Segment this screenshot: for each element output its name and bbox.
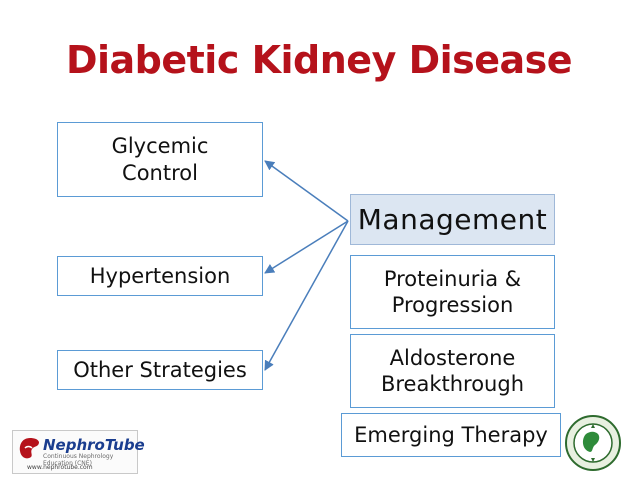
proteinuria-progression-label: Proteinuria & Progression xyxy=(383,266,522,317)
hypertension-label: Hypertension xyxy=(89,263,231,288)
arrow-to-other-strategies xyxy=(264,220,349,371)
proteinuria-progression-box: Proteinuria & Progression xyxy=(350,255,555,329)
arrow-to-hypertension xyxy=(264,220,349,274)
logo-text: NephroTube xyxy=(43,436,145,454)
emerging-therapy-label: Emerging Therapy xyxy=(354,422,548,447)
logo-url: www.nephrotube.com xyxy=(27,464,93,471)
glycemic-control-label: Glycemic Control xyxy=(111,134,209,185)
management-box: Management xyxy=(350,194,555,245)
slide-title: Diabetic Kidney Disease xyxy=(65,38,573,82)
other-strategies-label: Other Strategies xyxy=(73,357,247,382)
aldosterone-breakthrough-box: Aldosterone Breakthrough xyxy=(350,334,555,408)
kidney-icon xyxy=(19,438,39,459)
other-strategies-box: Other Strategies xyxy=(57,350,263,390)
hypertension-box: Hypertension xyxy=(57,256,263,296)
society-seal-icon xyxy=(565,415,621,471)
management-label: Management xyxy=(357,203,548,236)
glycemic-control-box: Glycemic Control xyxy=(57,122,263,197)
nephrotube-logo: NephroTube Continuous Nephrology Educati… xyxy=(12,430,145,474)
emerging-therapy-box: Emerging Therapy xyxy=(341,413,561,457)
aldosterone-breakthrough-label: Aldosterone Breakthrough xyxy=(380,345,525,396)
arrow-to-glycemic xyxy=(264,160,349,222)
logo-subtitle: Continuous Nephrology Education (CNE) xyxy=(43,453,114,467)
